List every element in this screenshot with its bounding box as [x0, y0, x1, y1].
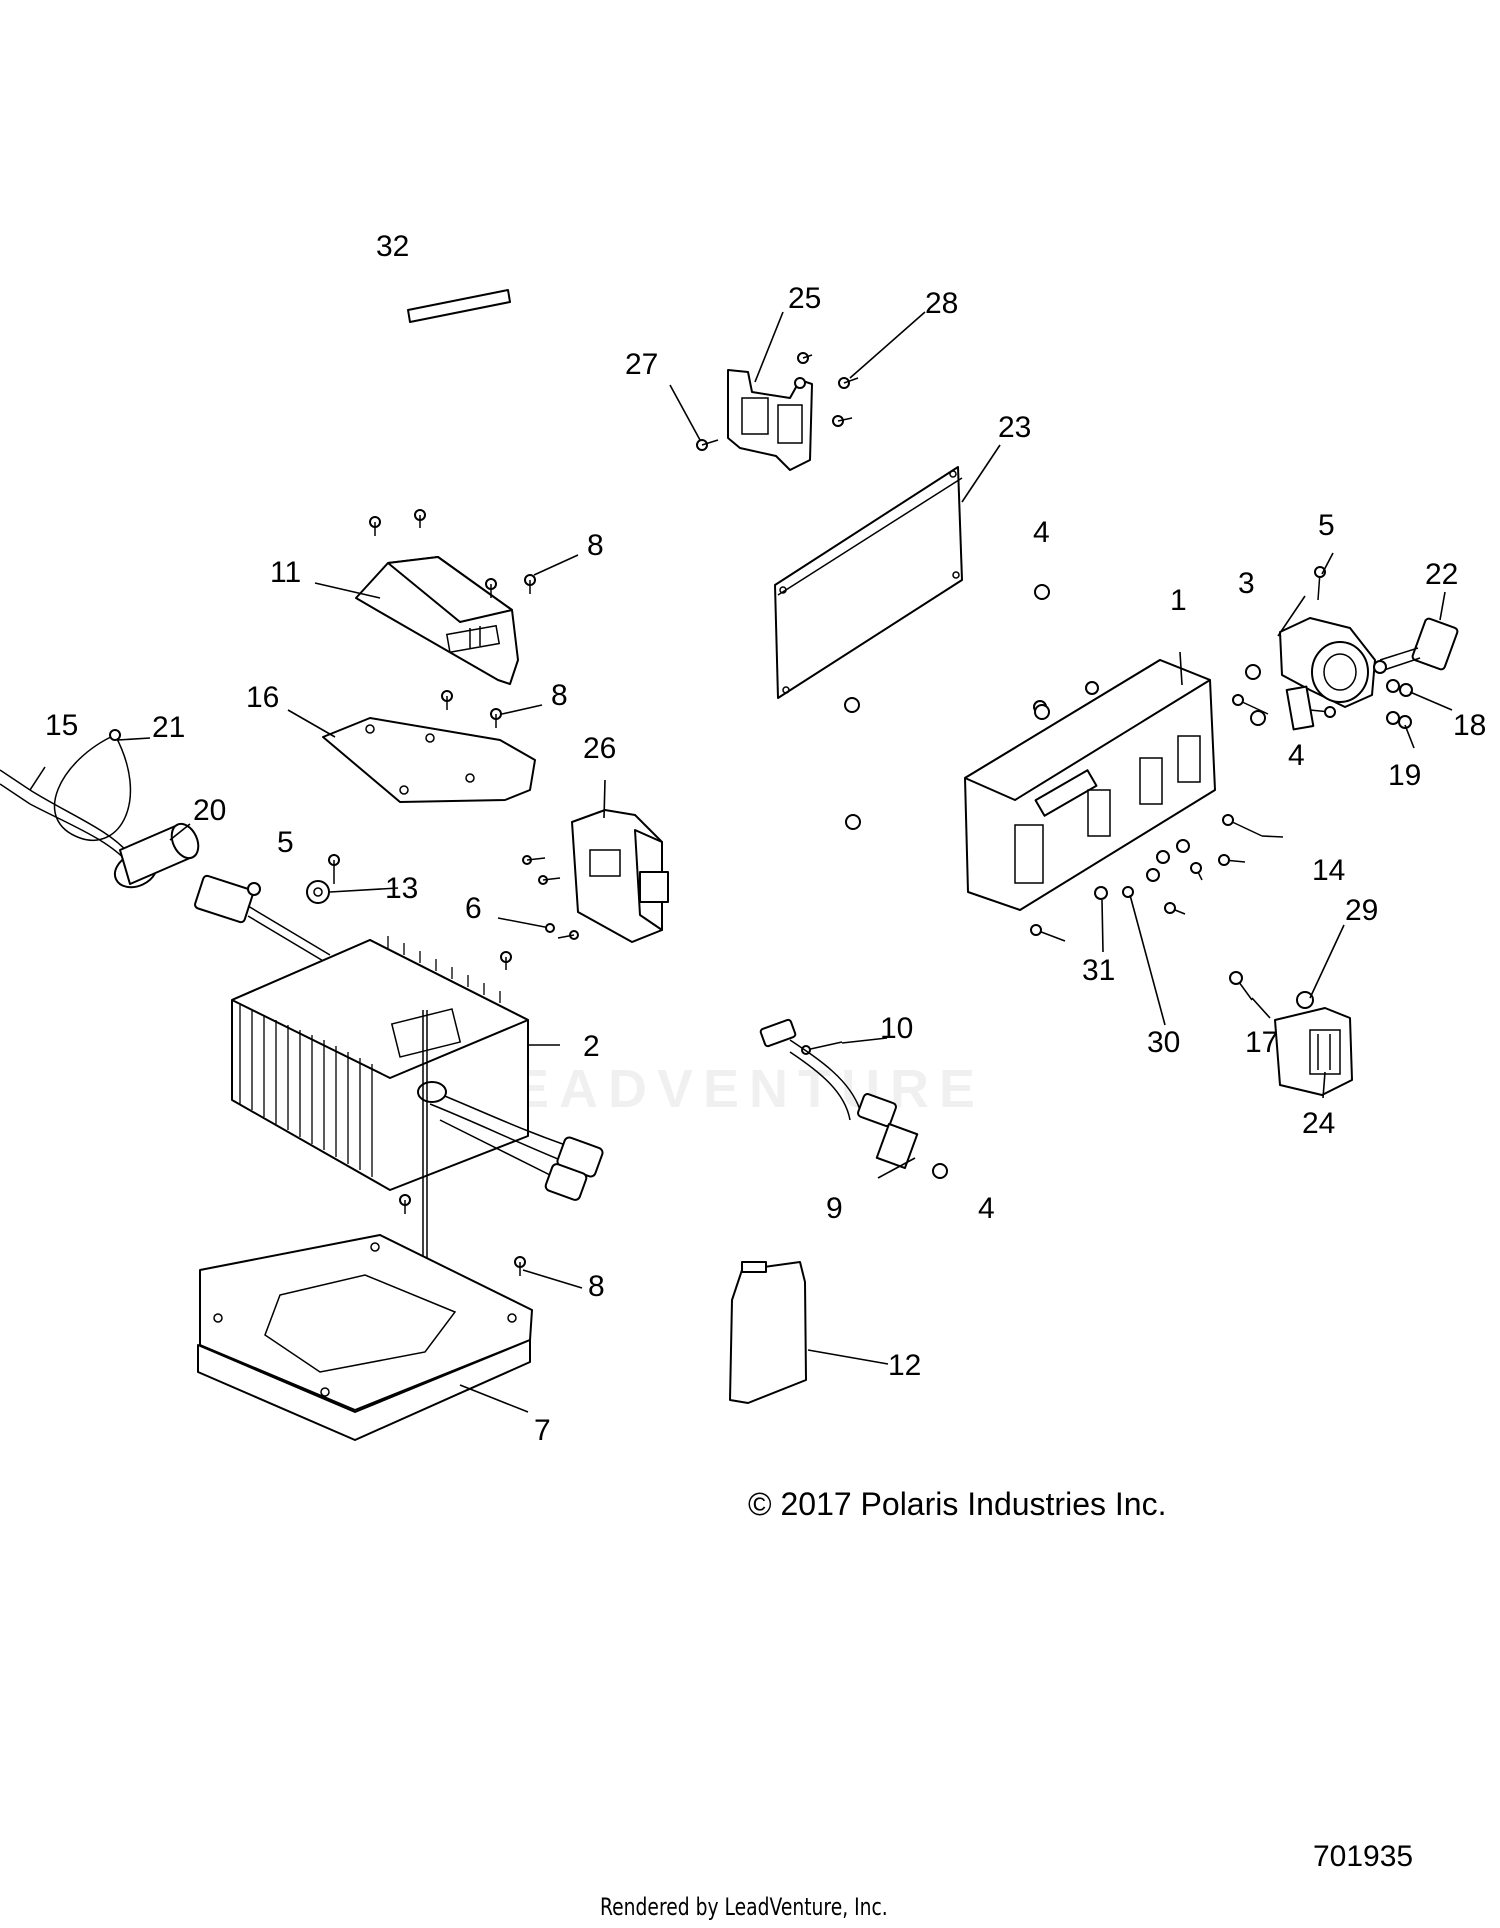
- callout-30: 30: [1147, 1026, 1180, 1059]
- callout-4-right: 4: [1288, 739, 1305, 772]
- callout-10: 10: [880, 1012, 913, 1045]
- part-18-19-nuts: [1386, 679, 1413, 729]
- part-8-screw-charger: [500, 951, 512, 970]
- part-9-harness: [759, 1018, 948, 1179]
- part-30-31-washers: [1094, 839, 1190, 900]
- callout-19: 19: [1388, 759, 1421, 792]
- part-4-nuts: [844, 584, 1266, 830]
- charger-fins-left: [239, 1005, 373, 1177]
- callout-5-left: 5: [277, 826, 294, 859]
- callout-22: 22: [1425, 558, 1458, 591]
- callout-29: 29: [1345, 894, 1378, 927]
- callout-3: 3: [1238, 567, 1255, 600]
- callout-15: 15: [45, 709, 78, 742]
- callout-6: 6: [465, 892, 482, 925]
- part-11-screws: [369, 509, 536, 598]
- callout-21: 21: [152, 711, 185, 744]
- part-25-bracket: [727, 369, 813, 471]
- callout-17: 17: [1245, 1026, 1278, 1059]
- part-11-module: [355, 556, 519, 685]
- callout-20: 20: [193, 794, 226, 827]
- part-32-strip: [407, 289, 511, 323]
- callout-11: 11: [270, 556, 301, 589]
- part-14-bolts: [1030, 814, 1263, 942]
- leader-lines: [29, 311, 1453, 1413]
- callout-8-mid: 8: [551, 679, 568, 712]
- copyright-notice: © 2017 Polaris Industries Inc.: [748, 1486, 1167, 1522]
- part-26-ecu: [522, 809, 669, 943]
- callout-18: 18: [1453, 709, 1486, 742]
- callout-2: 2: [583, 1030, 600, 1063]
- part-23-panel: [774, 466, 963, 699]
- part-2-charger-harness: [417, 1081, 604, 1201]
- part-25-screws: [696, 352, 859, 451]
- callout-labels: 1 2 3 4 4 4 5 5 6 7 8 8 8 9 10 11 12 13 …: [45, 230, 1486, 1447]
- part-17-stud: [1229, 971, 1253, 1001]
- part-22-fuse: [1373, 617, 1459, 674]
- callout-8-bottom: 8: [588, 1270, 605, 1303]
- part-7-tray: [197, 1194, 533, 1441]
- part-5-screw-left: [328, 854, 340, 884]
- callout-9: 9: [826, 1192, 843, 1225]
- part-29-nut: [1296, 991, 1314, 1009]
- part-6-screw: [497, 917, 555, 933]
- callout-13: 13: [385, 872, 418, 905]
- callout-24: 24: [1302, 1107, 1335, 1140]
- diagram-number: 701935: [1313, 1840, 1414, 1873]
- callout-26: 26: [583, 732, 616, 765]
- callout-4-upper: 4: [1033, 516, 1050, 549]
- callout-4-lower: 4: [978, 1192, 995, 1225]
- part-5-screw-right: [1314, 566, 1326, 601]
- callout-25: 25: [788, 282, 821, 315]
- callout-14: 14: [1312, 854, 1345, 887]
- part-21-strap: [53, 729, 132, 841]
- part-1-controller: [964, 659, 1216, 911]
- part-15-cable: [0, 769, 131, 866]
- callout-12: 12: [888, 1349, 921, 1382]
- callout-5-right: 5: [1318, 509, 1335, 542]
- part-3-contactor: [1232, 617, 1376, 731]
- callout-32: 32: [376, 230, 409, 263]
- callout-1: 1: [1170, 584, 1187, 617]
- callout-7: 7: [534, 1414, 551, 1447]
- part-24-module: [1274, 1007, 1353, 1096]
- callout-23: 23: [998, 411, 1031, 444]
- part-2-power-plug: [194, 874, 331, 966]
- part-13-washer: [306, 880, 330, 904]
- render-credit: Rendered by LeadVenture, Inc.: [600, 1893, 888, 1921]
- callout-28: 28: [925, 287, 958, 320]
- part-16-plate: [322, 690, 536, 803]
- callout-16: 16: [246, 681, 279, 714]
- charger-fins-top: [387, 936, 501, 1003]
- callout-27: 27: [625, 348, 658, 381]
- part-12-cover: [729, 1261, 807, 1404]
- part-20-sleeve: [113, 822, 200, 889]
- callout-8-top: 8: [587, 529, 604, 562]
- callout-31: 31: [1082, 954, 1115, 987]
- part-2-charger: [231, 936, 529, 1191]
